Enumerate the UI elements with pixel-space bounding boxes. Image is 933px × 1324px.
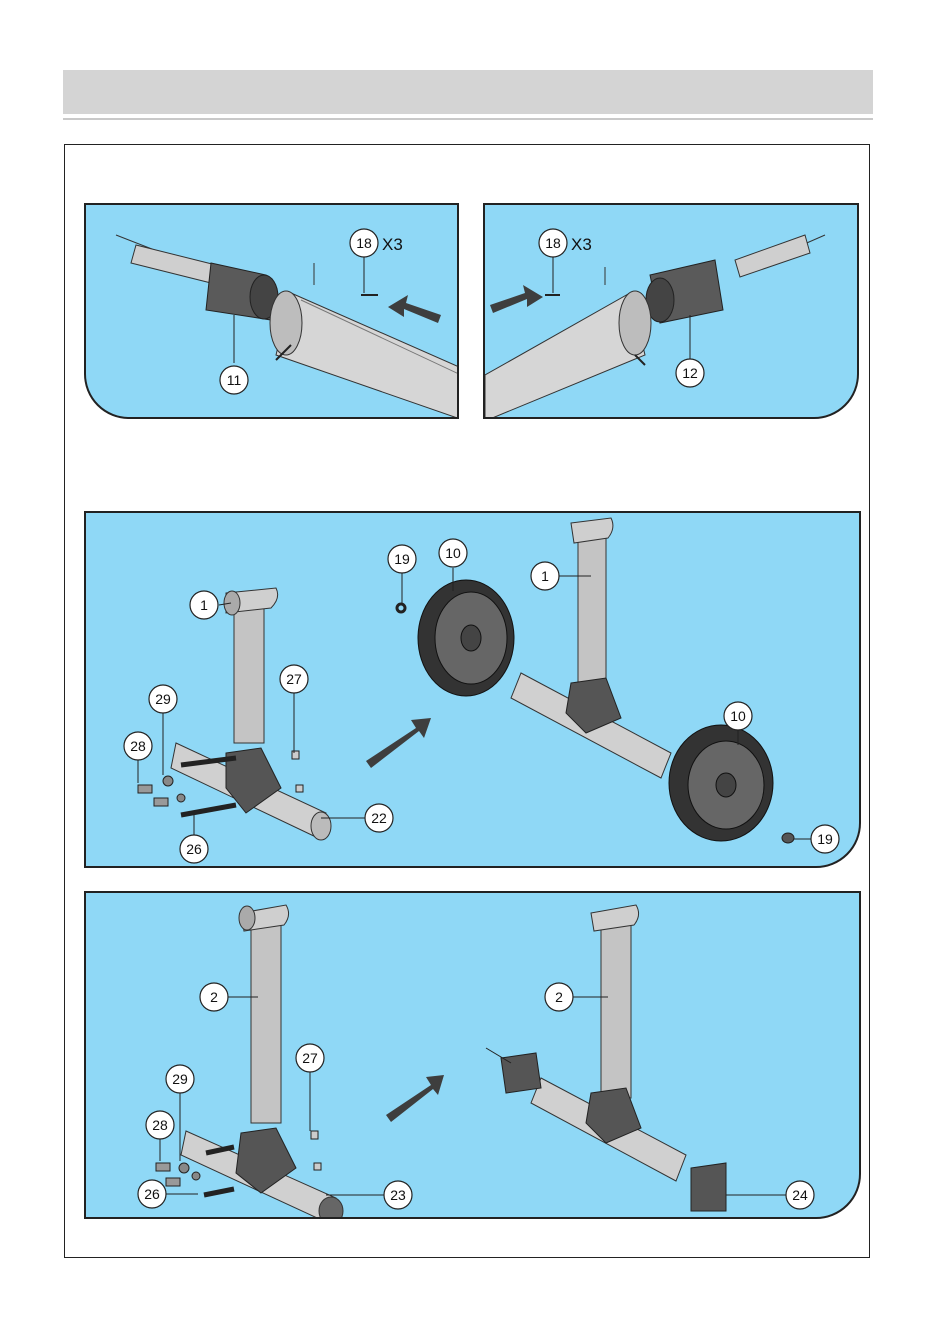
callout-endcap: 11	[220, 366, 248, 394]
callout-post-left: 2	[200, 983, 228, 1011]
svg-text:27: 27	[302, 1050, 318, 1066]
svg-text:23: 23	[390, 1187, 406, 1203]
callout-nut: 27	[296, 1044, 324, 1072]
callout-post-left: 1	[190, 591, 218, 619]
callout-screw: 18	[350, 229, 378, 257]
callout-post-right: 2	[545, 983, 573, 1011]
callout-foot: 24	[786, 1181, 814, 1209]
callout-bolt: 28	[146, 1111, 174, 1139]
callout-washer: 29	[166, 1065, 194, 1093]
svg-text:18: 18	[356, 235, 372, 251]
svg-text:26: 26	[144, 1186, 160, 1202]
header-bar	[63, 70, 873, 114]
svg-text:29: 29	[172, 1071, 188, 1087]
svg-text:26: 26	[186, 841, 202, 857]
callout-screw: 18	[539, 229, 567, 257]
callout-cap-top: 19	[388, 545, 416, 573]
callout-post-right: 1	[531, 562, 559, 590]
svg-text:19: 19	[817, 831, 833, 847]
callout-bolt: 28	[124, 732, 152, 760]
callout-wheel-top: 10	[439, 539, 467, 567]
svg-text:12: 12	[682, 365, 698, 381]
callout-washer: 29	[149, 685, 177, 713]
svg-text:2: 2	[555, 989, 563, 1005]
panel-wheel-assembly: 1 27 29 28 22 26 19 10 1 10 19	[84, 511, 861, 868]
svg-text:24: 24	[792, 1187, 808, 1203]
callout-cap-bottom: 19	[811, 825, 839, 853]
svg-text:28: 28	[152, 1117, 168, 1133]
callout-rod: 26	[180, 835, 208, 863]
svg-text:19: 19	[394, 551, 410, 567]
svg-text:27: 27	[286, 671, 302, 687]
svg-text:10: 10	[445, 545, 461, 561]
svg-text:1: 1	[541, 568, 549, 584]
header-divider	[63, 118, 873, 120]
svg-text:22: 22	[371, 810, 387, 826]
svg-text:11: 11	[227, 372, 242, 388]
svg-text:1: 1	[200, 597, 208, 613]
screw-quantity: X3	[382, 235, 403, 254]
callout-tube: 23	[384, 1181, 412, 1209]
svg-text:2: 2	[210, 989, 218, 1005]
svg-text:28: 28	[130, 738, 146, 754]
svg-text:18: 18	[545, 235, 561, 251]
panel-right-endcap: 18 X3 12	[483, 203, 859, 419]
panel-left-endcap: 18 X3 11	[84, 203, 459, 419]
screw-quantity: X3	[571, 235, 592, 254]
svg-text:29: 29	[155, 691, 171, 707]
svg-text:10: 10	[730, 708, 746, 724]
callout-endcap: 12	[676, 359, 704, 387]
callout-nut: 27	[280, 665, 308, 693]
callout-wheel-bottom: 10	[724, 702, 752, 730]
callout-rod: 26	[138, 1180, 166, 1208]
callout-tube: 22	[365, 804, 393, 832]
panel-foot-assembly: 2 27 29 28 26 23 2 24	[84, 891, 861, 1219]
